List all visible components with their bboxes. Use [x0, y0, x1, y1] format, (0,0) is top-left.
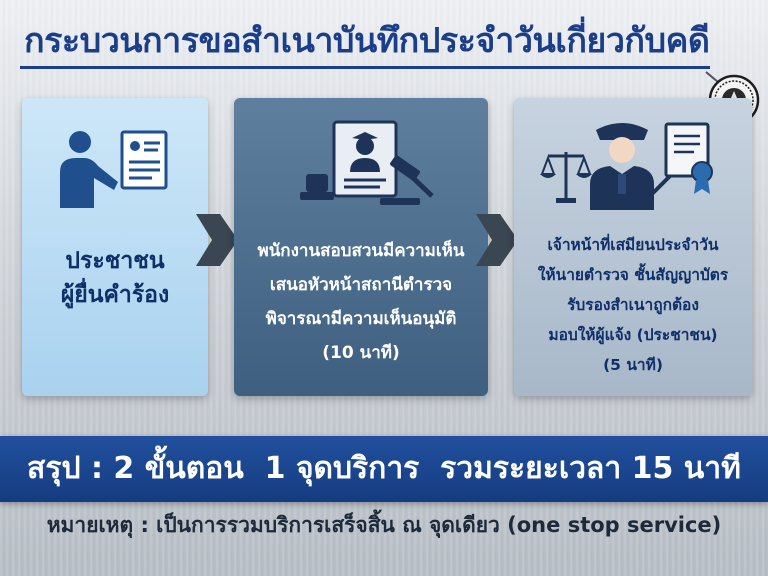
step-2-line-1: พนักงานสอบสวนมีความเห็น	[257, 241, 465, 261]
police-officer-certificate-icon	[540, 122, 713, 210]
step-3-line-2: ให้นายตำรวจ ชั้นสัญญาบัตร	[537, 266, 729, 284]
step-1-line-1: ประชาชน	[65, 248, 165, 274]
police-document-gavel-icon	[300, 120, 434, 205]
step-2-text: พนักงานสอบสวนมีความเห็น เสนอหัวหน้าสถานี…	[240, 234, 482, 370]
step-card-applicant: ประชาชน ผู้ยื่นคำร้อง	[22, 98, 208, 396]
page-title: กระบวนการขอสำเนาบันทึกประจำวันเกี่ยวกับค…	[24, 21, 710, 61]
step-3-line-5: (5 นาที)	[603, 356, 663, 374]
footnote-text: หมายเหตุ : เป็นการรวมบริการเสร็จสิ้น ณ จ…	[46, 513, 722, 537]
chevron-right-arrow-icon	[476, 214, 518, 266]
step-card-investigator: พนักงานสอบสวนมีความเห็น เสนอหัวหน้าสถานี…	[234, 98, 488, 396]
step-2-line-2: เสนอหัวหน้าสถานีตำรวจ	[269, 275, 453, 295]
step-2-line-4: (10 นาที)	[322, 343, 400, 363]
summary-band: สรุป : 2 ขั้นตอน 1 จุดบริการ รวมระยะเวลา…	[0, 436, 768, 502]
step-1-line-2: ผู้ยื่นคำร้อง	[60, 282, 170, 308]
step-3-line-1: เจ้าหน้าที่เสมียนประจำวัน	[547, 236, 719, 254]
applicant-document-icon	[60, 130, 168, 208]
step-card-clerk: เจ้าหน้าที่เสมียนประจำวัน ให้นายตำรวจ ชั…	[514, 98, 752, 396]
step-2-line-3: พิจารณามีความเห็นอนุมัติ	[265, 309, 457, 329]
step-3-text: เจ้าหน้าที่เสมียนประจำวัน ให้นายตำรวจ ชั…	[520, 230, 746, 380]
step-3-line-4: มอบให้ผู้แจ้ง (ประชาชน)	[548, 326, 718, 344]
step-1-text: ประชาชน ผู้ยื่นคำร้อง	[28, 244, 202, 312]
chevron-right-arrow-icon	[196, 214, 238, 266]
summary-text: สรุป : 2 ขั้นตอน 1 จุดบริการ รวมระยะเวลา…	[27, 451, 741, 486]
step-3-line-3: รับรองสำเนาถูกต้อง	[567, 296, 699, 314]
title-underline	[20, 66, 710, 69]
